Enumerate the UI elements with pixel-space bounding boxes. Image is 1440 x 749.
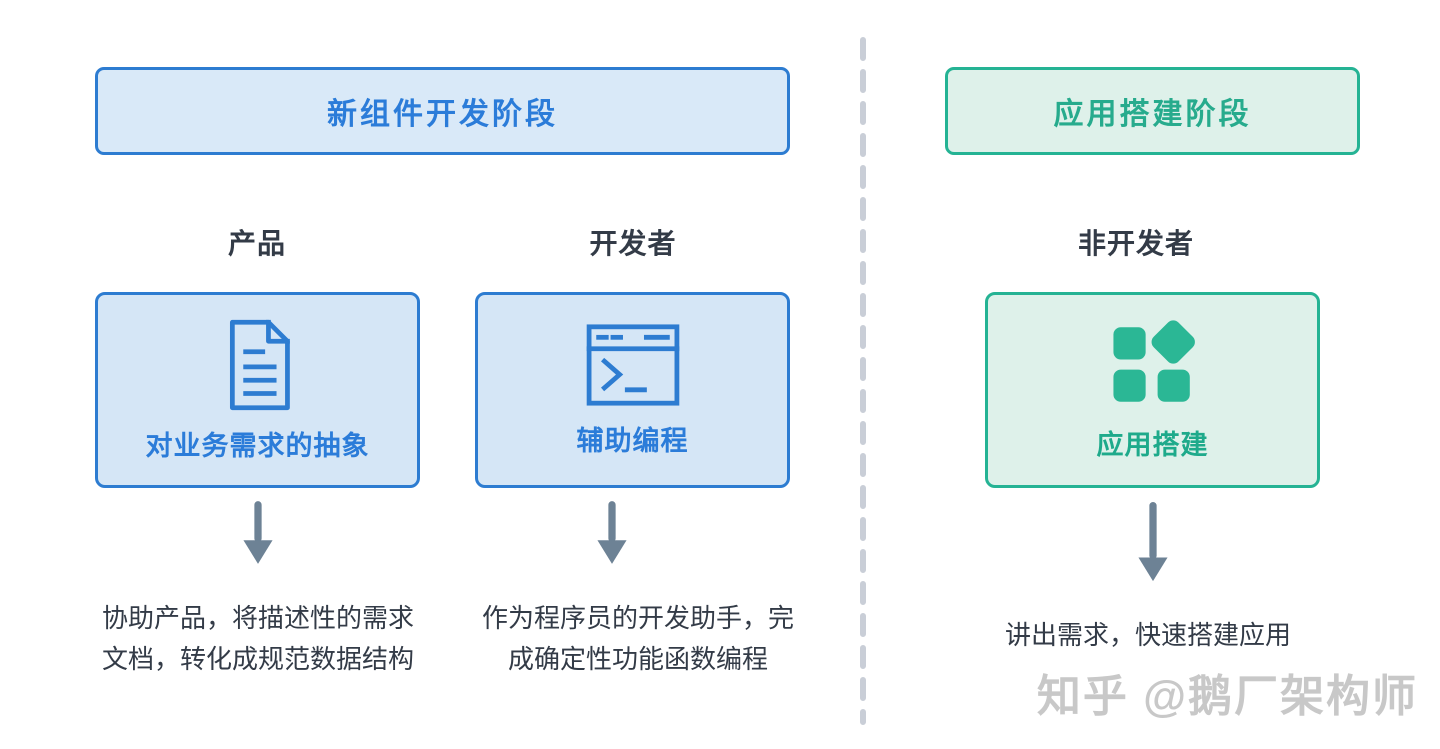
appbuild-phase-header: 应用搭建阶段 <box>945 67 1360 155</box>
product-description: 协助产品，将描述性的需求 文档，转化成规范数据结构 <box>102 598 414 680</box>
dashed-divider <box>860 37 866 725</box>
role-label-developer: 开发者 <box>589 228 677 259</box>
product-card-label: 对业务需求的抽象 <box>145 430 370 461</box>
down-arrow-icon <box>243 501 273 564</box>
developer-card-label: 辅助编程 <box>576 425 689 456</box>
appbuild-description-line1: 讲出需求，快速搭建应用 <box>1004 620 1292 650</box>
appbuild-card-label: 应用搭建 <box>1096 429 1209 460</box>
product-card: 对业务需求的抽象 <box>95 292 420 488</box>
development-phase-title: 新组件开发阶段 <box>327 98 558 131</box>
developer-description-line2: 成确定性功能函数编程 <box>507 644 769 674</box>
product-description-line1: 协助产品，将描述性的需求 <box>101 603 415 633</box>
developer-description-line1: 作为程序员的开发助手，完 <box>481 603 795 633</box>
down-arrow-icon <box>597 501 627 564</box>
watermark-text: 知乎 @鹅厂架构师 <box>1036 672 1418 721</box>
appbuild-card: 应用搭建 <box>985 292 1320 488</box>
developer-card: 辅助编程 <box>475 292 790 488</box>
appbuild-description: 讲出需求，快速搭建应用 <box>1005 615 1291 656</box>
development-phase-header: 新组件开发阶段 <box>95 67 790 155</box>
role-label-product: 产品 <box>227 228 287 259</box>
down-arrow-icon <box>1138 502 1168 582</box>
developer-description: 作为程序员的开发助手，完 成确定性功能函数编程 <box>482 598 794 680</box>
document-icon <box>229 319 290 410</box>
app-blocks-icon <box>1112 319 1195 402</box>
terminal-icon <box>586 323 679 406</box>
product-description-line2: 文档，转化成规范数据结构 <box>101 644 415 674</box>
role-label-nondeveloper: 非开发者 <box>1077 228 1195 259</box>
appbuild-phase-title: 应用搭建阶段 <box>1053 98 1252 131</box>
